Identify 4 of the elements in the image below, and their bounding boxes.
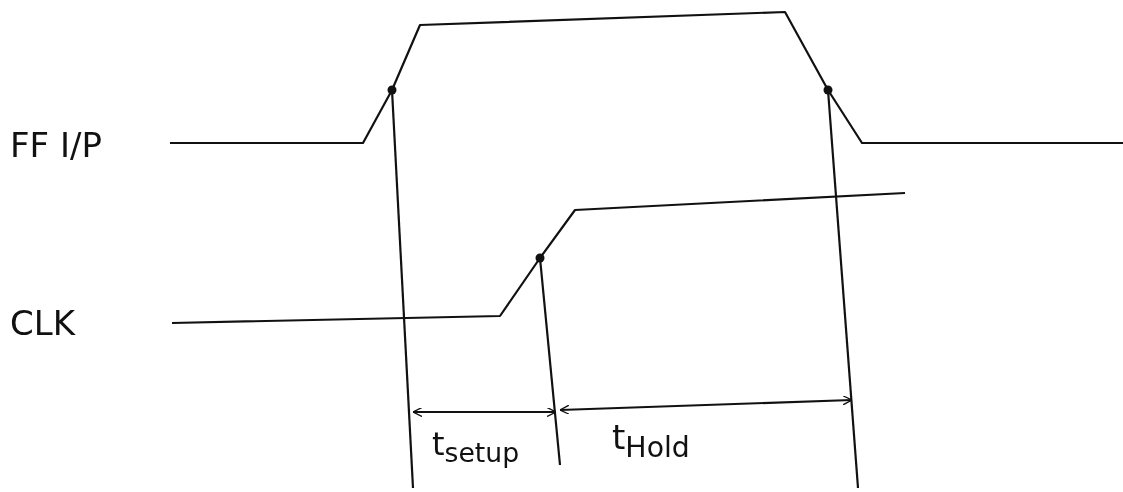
signal-label: CLK [10, 306, 75, 340]
dimension-label: t$_{setup}$ [432, 428, 520, 468]
signal-label: FF I/P [10, 128, 102, 162]
dimension-label: t$_{Hold}$ [612, 420, 690, 463]
